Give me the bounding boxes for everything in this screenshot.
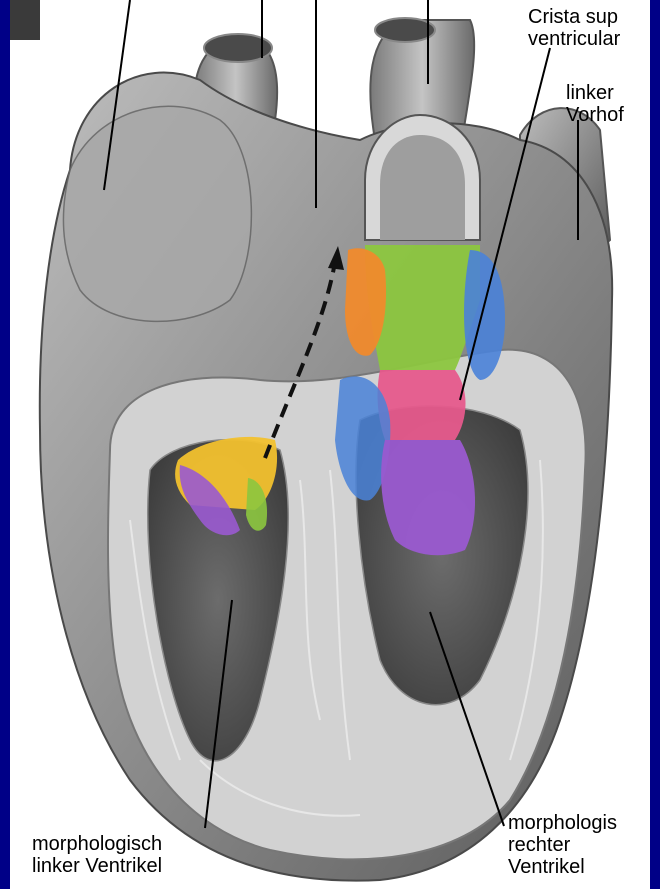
label-crista-line-1: Crista sup (528, 6, 620, 28)
label-morph-left-line-1: morphologisch (32, 833, 162, 855)
label-morph-right-line-1: morphologis (508, 812, 617, 834)
label-linker-vorhof: linker Vorhof (566, 82, 624, 126)
label-morph-left-line-2: linker Ventrikel (32, 855, 162, 877)
label-morph-right-line-2: rechter (508, 834, 617, 856)
label-morph-right-line-3: Ventrikel (508, 856, 617, 878)
label-linker-vorhof-line-2: Vorhof (566, 104, 624, 126)
label-crista-line-2: ventricular (528, 28, 620, 50)
label-crista: Crista sup ventricular (528, 6, 620, 50)
label-linker-vorhof-line-1: linker (566, 82, 624, 104)
label-morphologisch-linker-ventrikel: morphologisch linker Ventrikel (32, 833, 162, 877)
label-morphologisch-rechter-ventrikel: morphologis rechter Ventrikel (508, 812, 617, 878)
